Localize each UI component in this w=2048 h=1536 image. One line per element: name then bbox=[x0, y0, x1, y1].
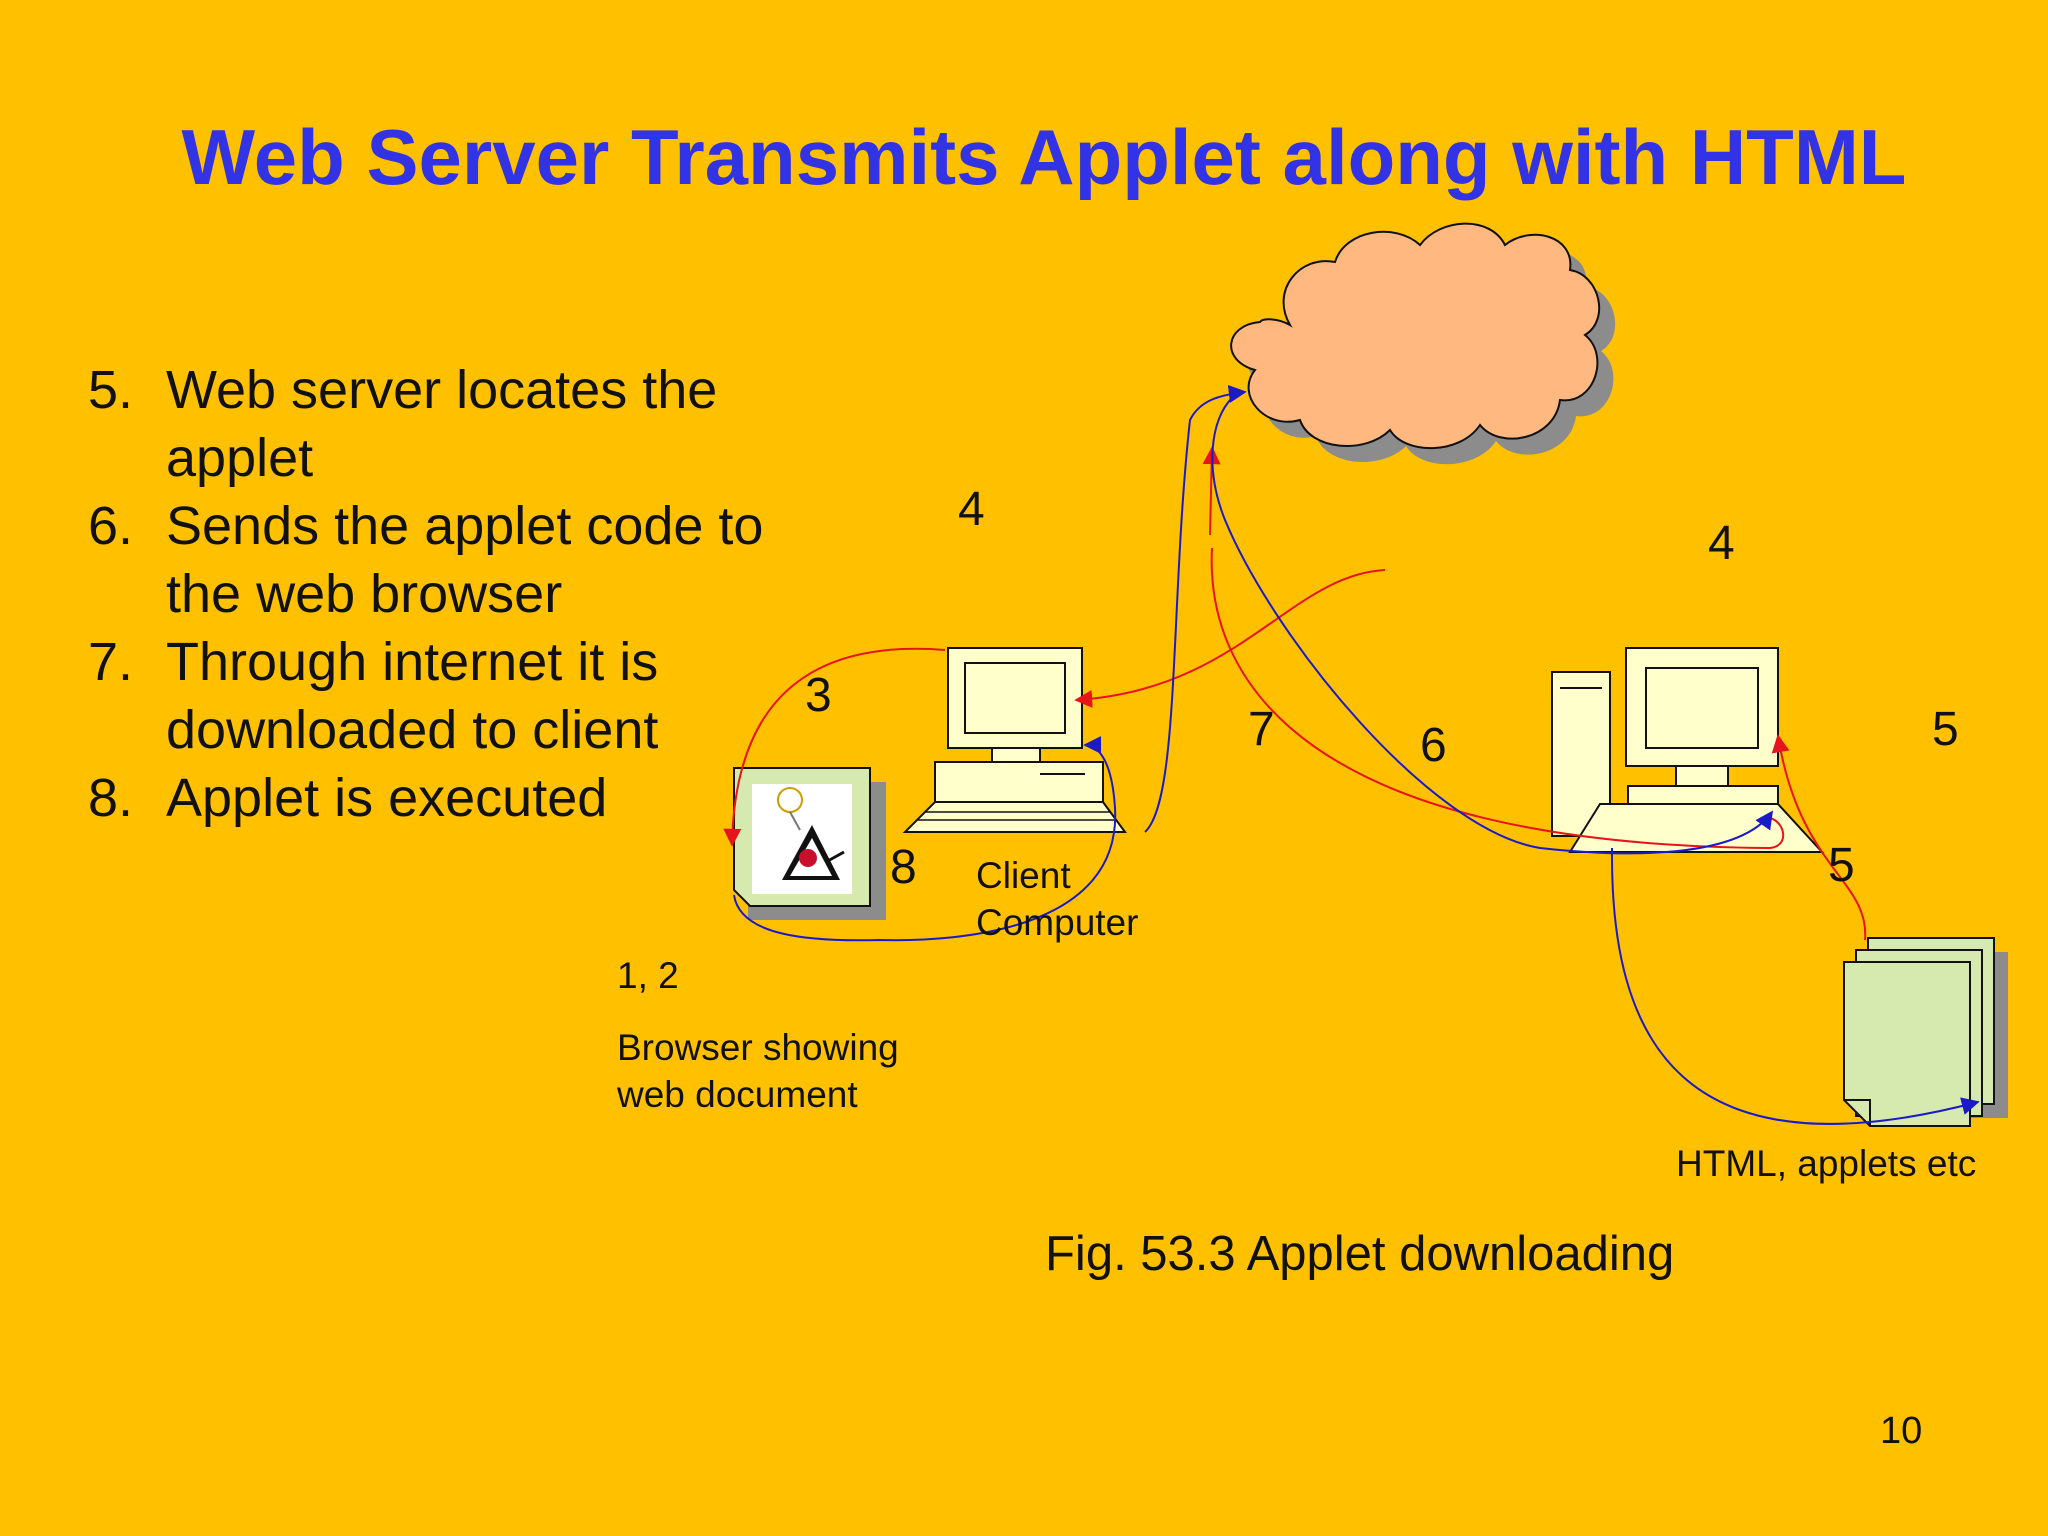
caption-line: web document bbox=[617, 1074, 858, 1115]
bullet-text-line: the web browser bbox=[166, 564, 563, 624]
slide-title: Web Server Transmits Applet along with H… bbox=[181, 113, 1907, 201]
internet-cloud-icon bbox=[1230, 222, 1616, 465]
request-arrow bbox=[1771, 734, 1867, 941]
step-label: 6 bbox=[1420, 719, 1447, 772]
response-arrow bbox=[733, 736, 1117, 942]
bullet-item: 8. Applet is executed bbox=[88, 764, 848, 832]
client-computer-icon bbox=[902, 647, 1127, 833]
bullet-number: 7. bbox=[88, 632, 134, 692]
response-arrow bbox=[1610, 847, 1980, 1125]
step-label: 8 bbox=[890, 841, 917, 894]
bullet-number: 5. bbox=[88, 360, 134, 420]
browser-steps-label: 1, 2 bbox=[617, 955, 679, 996]
step-label: 5 bbox=[1828, 839, 1855, 892]
bullet-text-line: Applet is executed bbox=[166, 768, 608, 828]
files-stack-icon bbox=[1843, 937, 2008, 1127]
bullet-text-line: applet bbox=[166, 428, 314, 488]
response-arrow bbox=[1211, 397, 1774, 855]
bullet-item: 6. Sends the applet code to the web brow… bbox=[88, 492, 848, 628]
step-label: 4 bbox=[958, 483, 985, 536]
step-label: 7 bbox=[1248, 703, 1275, 756]
caption-line: Client bbox=[976, 855, 1071, 896]
bullet-number: 8. bbox=[88, 768, 134, 828]
caption-line: Browser showing bbox=[617, 1027, 899, 1068]
bullet-list: 5. Web server locates the applet 6. Send… bbox=[88, 356, 848, 832]
bullet-item: 7. Through internet it is downloaded to … bbox=[88, 628, 848, 764]
connection-arrows bbox=[723, 384, 1980, 1125]
bullet-number: 6. bbox=[88, 496, 134, 556]
files-caption: HTML, applets etc bbox=[1676, 1143, 1977, 1184]
client-computer-caption: Client Computer bbox=[976, 852, 1138, 946]
figure-caption: Fig. 53.3 Applet downloading bbox=[1045, 1227, 1675, 1281]
bullet-text-line: Web server locates the bbox=[166, 360, 718, 420]
caption-line: Computer bbox=[976, 902, 1139, 943]
step-label: 3 bbox=[805, 669, 832, 722]
bullet-item: 5. Web server locates the applet bbox=[88, 356, 848, 492]
request-arrow bbox=[1074, 569, 1386, 708]
step-label: 5 bbox=[1932, 703, 1959, 756]
bullet-text-line: downloaded to client bbox=[166, 700, 659, 760]
bullet-text-line: Through internet it is bbox=[166, 632, 659, 692]
web-server-icon bbox=[1551, 647, 1825, 853]
request-arrow bbox=[723, 647, 946, 847]
response-arrow bbox=[1144, 384, 1247, 833]
applet-mascot-icon bbox=[777, 787, 845, 880]
step-label: 4 bbox=[1708, 517, 1735, 570]
bullet-text-line: Sends the applet code to bbox=[166, 496, 764, 556]
request-arrow bbox=[1210, 547, 1785, 850]
page-number: 10 bbox=[1880, 1410, 1923, 1452]
browser-caption: Browser showing web document bbox=[617, 1024, 899, 1118]
